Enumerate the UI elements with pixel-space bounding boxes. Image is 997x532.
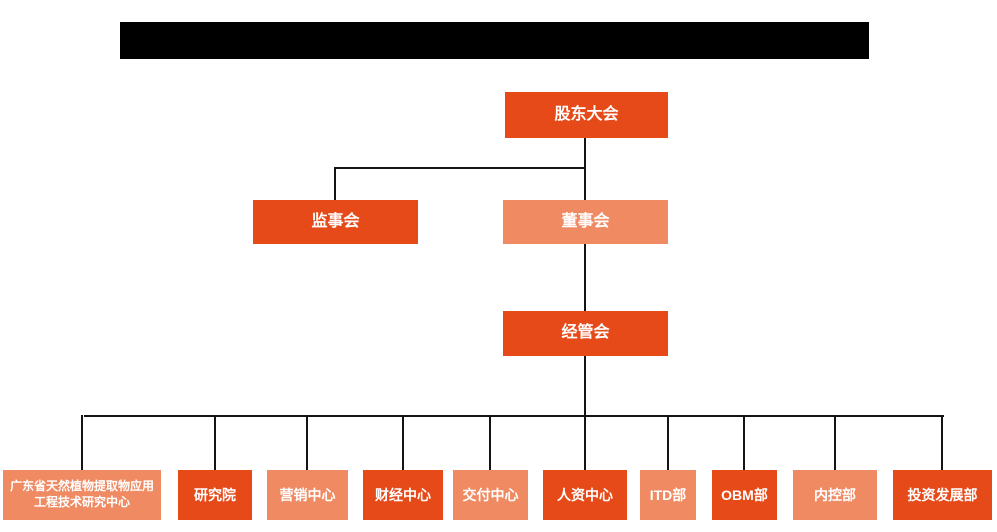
connector-line — [584, 167, 586, 200]
org-node-finance-center: 财经中心 — [363, 470, 443, 520]
org-node-research-institute: 研究院 — [178, 470, 252, 520]
connector-line — [81, 415, 83, 470]
org-node-gd-plant-extract-research-center: 广东省天然植物提取物应用工程技术研究中心 — [3, 470, 161, 520]
org-node-investment-development-department: 投资发展部 — [893, 470, 992, 520]
connector-line — [84, 415, 944, 417]
org-node-supervisory-board: 监事会 — [253, 200, 418, 244]
connector-line — [584, 415, 586, 470]
org-node-obm-department: OBM部 — [712, 470, 777, 520]
org-node-management-committee: 经管会 — [503, 311, 668, 356]
connector-line — [334, 167, 336, 200]
connector-line — [667, 415, 669, 470]
org-node-internal-control-department: 内控部 — [793, 470, 877, 520]
connector-line — [584, 138, 586, 168]
connector-line — [306, 415, 308, 470]
connector-line — [584, 244, 586, 311]
redacted-title-bar — [120, 22, 869, 59]
connector-line — [941, 415, 943, 470]
connector-line — [584, 356, 586, 416]
connector-line — [402, 415, 404, 470]
connector-line — [489, 415, 491, 470]
org-node-marketing-center: 营销中心 — [267, 470, 348, 520]
org-node-hr-center: 人资中心 — [543, 470, 627, 520]
org-node-shareholders-meeting: 股东大会 — [505, 92, 668, 138]
connector-line — [214, 415, 216, 470]
org-node-itd-department: ITD部 — [640, 470, 696, 520]
connector-line — [334, 167, 586, 169]
org-node-delivery-center: 交付中心 — [453, 470, 528, 520]
org-node-board-of-directors: 董事会 — [503, 200, 668, 244]
connector-line — [743, 415, 745, 470]
connector-line — [834, 415, 836, 470]
